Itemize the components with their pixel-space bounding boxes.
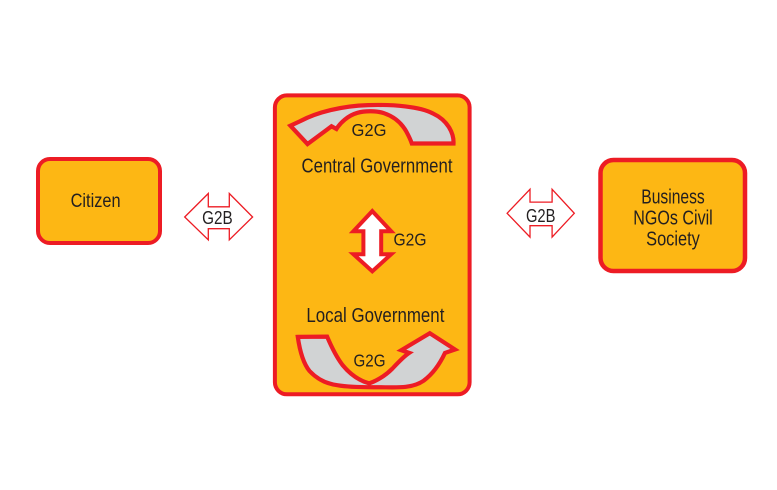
svg-text:G2G: G2G xyxy=(352,120,387,140)
svg-text:Society: Society xyxy=(646,229,700,251)
svg-text:G2B: G2B xyxy=(202,208,233,228)
svg-text:NGOs Civil: NGOs Civil xyxy=(633,208,713,230)
svg-text:G2G: G2G xyxy=(394,229,427,249)
svg-text:Local Government: Local Government xyxy=(306,305,444,327)
svg-text:G2G: G2G xyxy=(354,351,386,371)
svg-text:Citizen: Citizen xyxy=(71,190,121,212)
svg-text:G2B: G2B xyxy=(526,206,556,226)
svg-text:Central Government: Central Government xyxy=(302,156,453,178)
svg-text:Business: Business xyxy=(641,187,705,209)
